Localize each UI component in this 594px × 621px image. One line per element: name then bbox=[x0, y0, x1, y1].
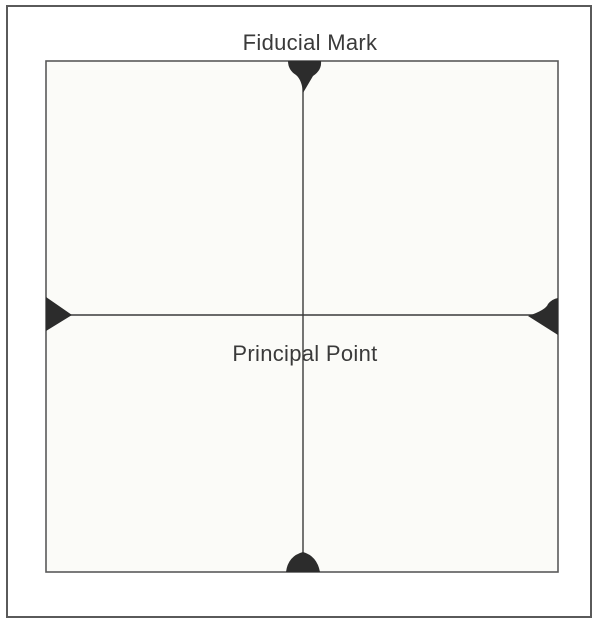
fiducial-mark-top bbox=[288, 61, 322, 93]
principal-point-label: Principal Point bbox=[232, 341, 377, 366]
photo-frame bbox=[45, 60, 559, 573]
fiducial-mark-right bbox=[528, 298, 558, 335]
fiducial-mark-left bbox=[46, 297, 72, 331]
fiducial-mark-label: Fiducial Mark bbox=[243, 30, 378, 55]
fiducial-mark-bottom bbox=[286, 552, 320, 572]
